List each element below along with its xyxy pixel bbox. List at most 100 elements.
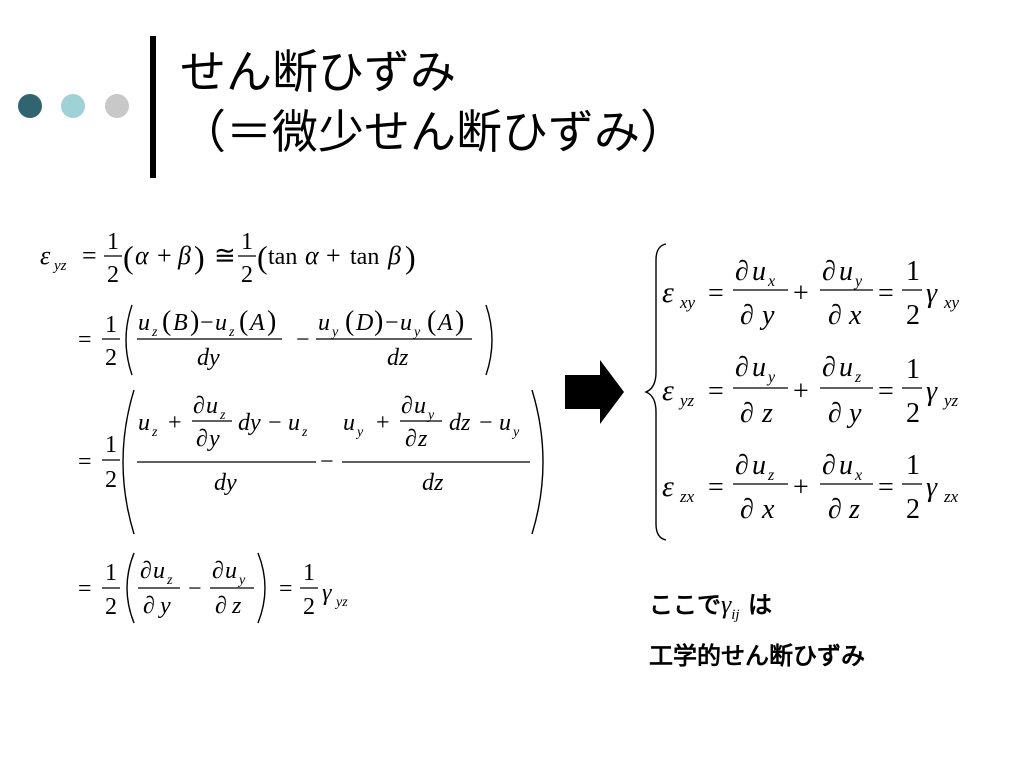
svg-text:γ: γ	[926, 278, 938, 309]
svg-text:x: x	[767, 273, 775, 290]
svg-text:+: +	[168, 410, 182, 436]
svg-text:x: x	[761, 494, 775, 525]
svg-text:∂: ∂	[822, 256, 836, 287]
title-line-1: せん断ひずみ	[180, 45, 456, 99]
svg-text:=: =	[708, 472, 724, 503]
svg-text:∂: ∂	[405, 426, 417, 452]
dot-light-teal	[61, 94, 85, 118]
svg-text:u: u	[839, 450, 853, 481]
svg-text:1: 1	[105, 312, 117, 338]
svg-text:ε: ε	[662, 470, 674, 503]
svg-text:y: y	[846, 398, 862, 429]
right-arrow-icon	[565, 360, 624, 424]
svg-text:−: −	[268, 410, 282, 436]
svg-text:−: −	[320, 449, 334, 475]
svg-text:1: 1	[906, 256, 920, 287]
svg-text:y: y	[511, 425, 520, 440]
svg-text:ε: ε	[40, 241, 51, 270]
svg-text:x: x	[854, 467, 862, 484]
svg-text:2: 2	[105, 594, 117, 620]
svg-text:−: −	[200, 310, 214, 336]
note-prefix: ここで	[649, 591, 721, 619]
svg-text:yz: yz	[678, 391, 695, 410]
svg-text:u: u	[839, 352, 853, 383]
title-divider-bar	[150, 36, 156, 178]
svg-text:∂: ∂	[735, 450, 749, 481]
svg-text:=: =	[708, 376, 724, 407]
svg-text:1: 1	[107, 229, 119, 255]
equation-row-4: = 1 2 ∂ u z ∂ y − ∂ u y ∂ z = 1 2 γ yz	[78, 552, 348, 624]
svg-text:γ: γ	[926, 376, 938, 407]
dot-dark-teal	[18, 94, 42, 118]
svg-text:u: u	[752, 352, 766, 383]
svg-text:γ: γ	[322, 580, 332, 606]
svg-text:dz: dz	[422, 470, 444, 496]
svg-text:α: α	[135, 241, 150, 270]
svg-text:∂: ∂	[143, 593, 155, 619]
svg-text:=: =	[878, 278, 894, 309]
note-suffix: は	[739, 591, 772, 619]
svg-text:−: −	[479, 410, 493, 436]
svg-text:z: z	[231, 593, 242, 619]
svg-text:∂: ∂	[822, 450, 836, 481]
svg-text:y: y	[766, 369, 776, 386]
svg-text:∂: ∂	[735, 352, 749, 383]
svg-text:y: y	[355, 425, 364, 440]
svg-text:∂: ∂	[822, 352, 836, 383]
slide-title: せん断ひずみ （＝微少せん断ひずみ）	[180, 42, 686, 162]
svg-text:B: B	[173, 310, 188, 336]
svg-text:yz: yz	[942, 391, 959, 410]
svg-text:z: z	[219, 408, 226, 423]
svg-text:=: =	[78, 449, 92, 475]
svg-text:y: y	[426, 408, 435, 423]
svg-text:∂: ∂	[828, 300, 842, 331]
svg-text:α: α	[305, 241, 320, 270]
svg-text:u: u	[414, 393, 426, 419]
svg-text:x: x	[848, 300, 862, 331]
svg-text:u: u	[343, 410, 355, 436]
svg-text:γ: γ	[926, 472, 938, 503]
svg-text:z: z	[854, 369, 862, 386]
svg-text:dy: dy	[214, 470, 237, 496]
svg-text:): )	[405, 239, 416, 275]
svg-text:1: 1	[303, 560, 315, 586]
svg-text:z: z	[761, 398, 773, 429]
svg-text:=: =	[279, 576, 293, 602]
svg-text:2: 2	[906, 398, 920, 429]
svg-text:1: 1	[241, 229, 253, 255]
svg-text:∂: ∂	[196, 426, 208, 452]
svg-text:2: 2	[303, 594, 315, 620]
svg-text:): )	[194, 239, 205, 275]
svg-text:1: 1	[105, 432, 117, 458]
svg-text:∂: ∂	[212, 558, 224, 584]
svg-text:−: −	[296, 327, 310, 353]
derivation-left: ε yz = 1 2 ( α + β ) ≅ 1 2 ( tan α + tan…	[40, 229, 544, 624]
svg-text:y: y	[237, 573, 246, 588]
svg-text:(: (	[345, 306, 354, 337]
svg-text:xy: xy	[679, 293, 696, 312]
svg-text:z: z	[301, 425, 308, 440]
svg-text:=: =	[878, 376, 894, 407]
svg-text:xy: xy	[943, 293, 960, 312]
svg-text:+: +	[793, 278, 809, 309]
svg-text:−: −	[188, 576, 202, 602]
svg-text:tan: tan	[350, 244, 379, 270]
svg-text:zx: zx	[943, 487, 959, 506]
svg-text:z: z	[417, 426, 428, 452]
svg-text:u: u	[752, 450, 766, 481]
dot-gray	[105, 94, 129, 118]
svg-text:ε: ε	[662, 276, 674, 309]
svg-text:∂: ∂	[740, 398, 754, 429]
svg-text:(: (	[123, 239, 134, 275]
title-line-2: （＝微少せん断ひずみ）	[180, 105, 686, 159]
svg-text:(: (	[427, 306, 436, 337]
left-brace	[644, 243, 667, 541]
svg-text:2: 2	[241, 262, 253, 288]
svg-text:2: 2	[105, 345, 117, 371]
equation-row-3: = 1 2 u z + ∂ u z ∂ y dy − u z dy − u y …	[78, 389, 544, 535]
svg-text:1: 1	[906, 450, 920, 481]
svg-text:β: β	[177, 241, 191, 270]
svg-text:z: z	[848, 494, 860, 525]
note-line-2: 工学的せん断ひずみ	[649, 642, 865, 670]
